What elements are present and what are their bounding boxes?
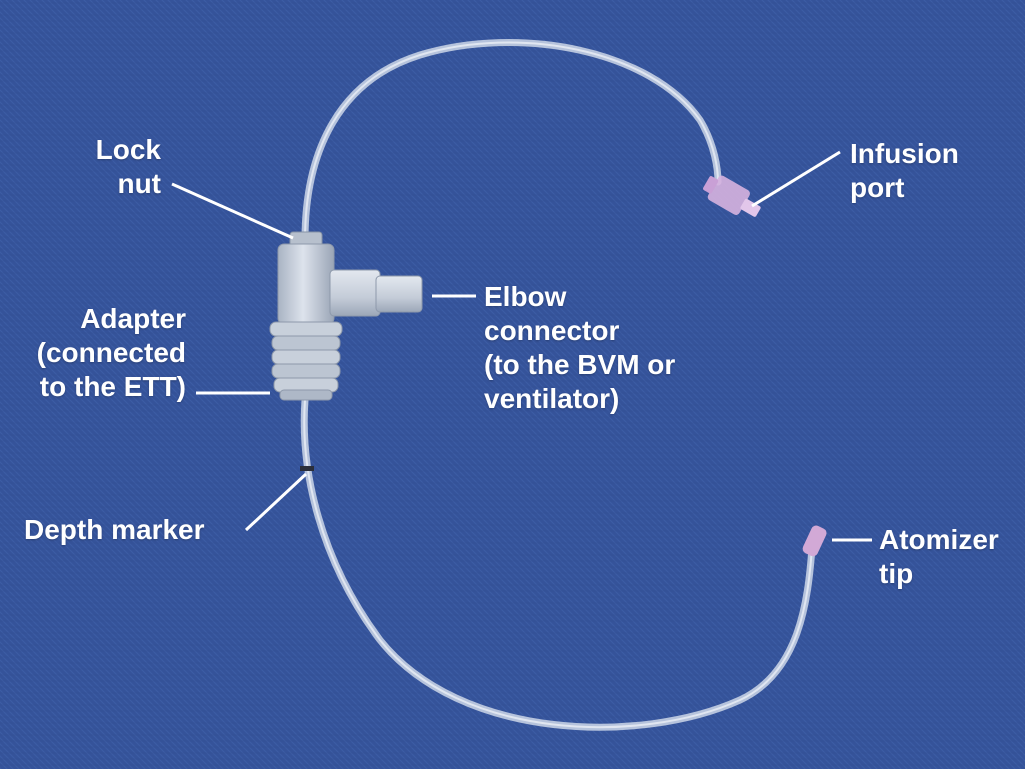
label-depth-marker: Depth marker bbox=[24, 513, 205, 547]
label-line: Atomizer bbox=[879, 524, 999, 555]
label-line: Lock bbox=[95, 134, 161, 165]
label-line: port bbox=[850, 172, 905, 203]
adapter-ribs bbox=[269, 321, 343, 401]
label-atomizer-tip: Atomizer tip bbox=[879, 523, 999, 591]
elbow-connector bbox=[329, 269, 381, 317]
label-line: to the ETT) bbox=[39, 371, 186, 402]
label-lock-nut: Lock nut bbox=[96, 133, 161, 201]
label-line: tip bbox=[879, 558, 914, 589]
atomizer-tip bbox=[802, 525, 827, 557]
label-elbow-connector: Elbow connector (to the BVM or ventilato… bbox=[484, 280, 675, 416]
label-line: Elbow bbox=[484, 281, 567, 312]
leader-infusion-port bbox=[751, 150, 841, 208]
adapter-assembly bbox=[269, 231, 423, 401]
label-line: nut bbox=[117, 168, 161, 199]
label-adapter: Adapter (connected to the ETT) bbox=[37, 302, 186, 404]
label-line: Adapter bbox=[80, 303, 186, 334]
infusion-port bbox=[703, 175, 761, 217]
label-line: Depth marker bbox=[24, 514, 205, 545]
depth-marker bbox=[300, 466, 314, 471]
leader-depth-marker bbox=[244, 472, 308, 532]
label-line: ventilator) bbox=[484, 383, 620, 414]
label-infusion-port: Infusion port bbox=[850, 137, 959, 205]
label-line: connector bbox=[484, 315, 620, 346]
leader-lock-nut bbox=[171, 182, 294, 240]
label-line: (to the BVM or bbox=[484, 349, 676, 380]
label-line: (connected bbox=[36, 337, 186, 368]
label-line: Infusion bbox=[850, 138, 959, 169]
